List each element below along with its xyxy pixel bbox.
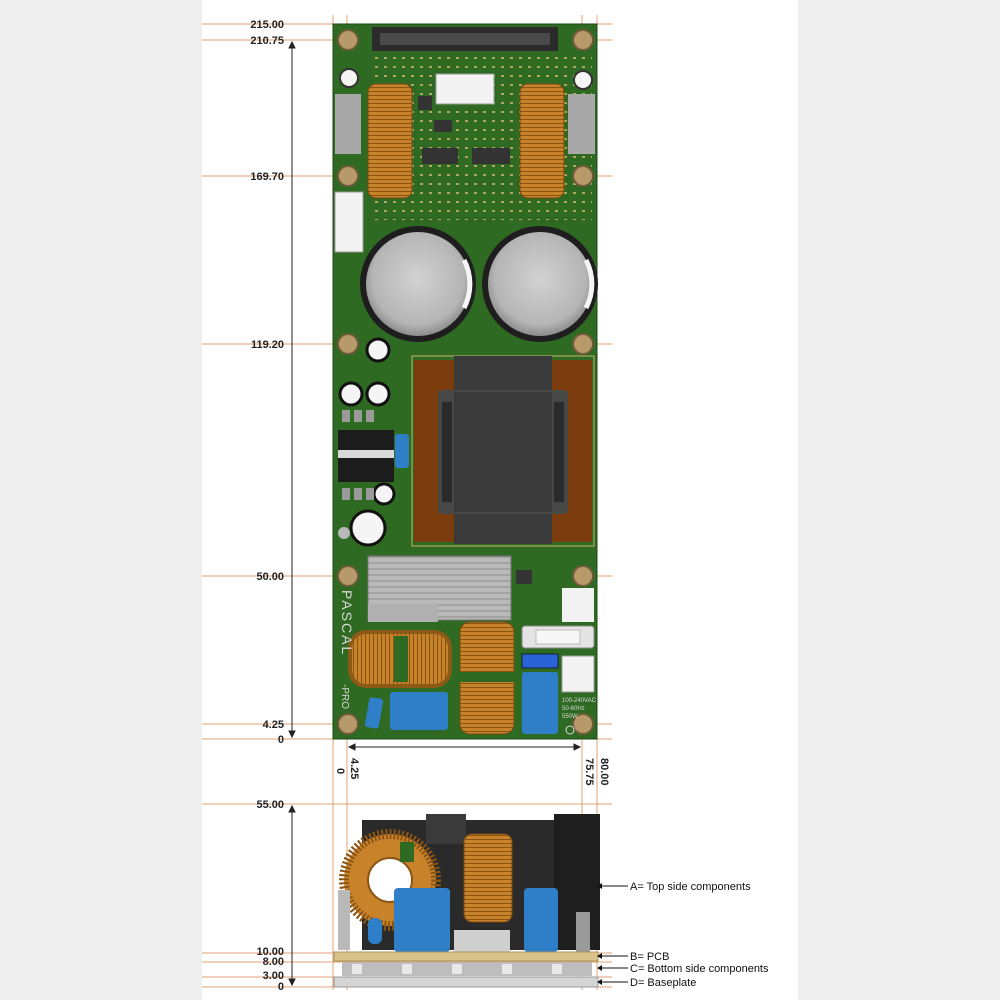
header-pins <box>380 33 550 45</box>
white-block-right <box>562 588 594 622</box>
side-screw <box>576 912 590 952</box>
pcb-side-view <box>333 814 600 988</box>
silkscreen-rating-3: 550W <box>562 714 578 720</box>
dim-label-0-x: 0 <box>334 768 346 774</box>
legend-c: C= Bottom side components <box>630 963 769 975</box>
side-x-cap-right <box>524 888 558 952</box>
white-connector-top <box>435 73 495 105</box>
dim-label-50: 50.00 <box>256 571 284 583</box>
heatsink-base <box>368 604 438 622</box>
ic-chips <box>418 96 510 164</box>
dim-label-0-y: 0 <box>278 734 284 746</box>
mosfet-stripe <box>338 450 394 458</box>
x-capacitor-left <box>390 692 448 730</box>
silkscreen-brand: PASCAL <box>339 590 355 656</box>
dim-label-4-25-x: 4.25 <box>348 758 360 779</box>
toroid-inductor <box>348 630 452 688</box>
side-part-top <box>426 814 466 844</box>
side-dim-label-0: 0 <box>278 981 284 993</box>
dim-label-119-20: 119.20 <box>251 339 284 351</box>
side-dim-label-3: 3.00 <box>263 970 284 982</box>
side-coil <box>463 833 513 923</box>
side-block-left <box>335 94 361 154</box>
fuse-glass <box>535 629 581 645</box>
inductor-right <box>519 83 565 199</box>
common-mode-choke <box>456 621 518 735</box>
ground-symbol <box>565 725 575 735</box>
side-vertical-arrow <box>288 804 296 987</box>
silkscreen-rating-1: 100-240VAC <box>562 698 597 704</box>
dim-label-80: 80.00 <box>598 758 610 786</box>
side-dim-label-55: 55.00 <box>256 799 284 811</box>
vertical-dimension-arrow <box>288 40 296 739</box>
small-capacitors-mid <box>338 337 396 547</box>
mechanical-drawing: 215.00 210.75 169.70 119.20 50.00 4.25 0… <box>202 15 769 993</box>
legend-d: D= Baseplate <box>630 977 696 989</box>
legend-b: B= PCB <box>630 951 669 963</box>
inductor-left <box>367 83 413 199</box>
side-small-cap <box>368 918 382 944</box>
horizontal-dimension-arrow <box>347 743 582 751</box>
white-connector-left <box>334 191 364 253</box>
drawing-sheet: 215.00 210.75 169.70 119.20 50.00 4.25 0… <box>202 0 798 1000</box>
silkscreen-model: -PRO <box>339 684 350 709</box>
side-bottom-pins <box>352 964 562 974</box>
main-transformer <box>411 355 595 547</box>
pcb-top-view: PASCAL -PRO 100-240VAC 50-60Hz 550W <box>332 23 598 740</box>
side-block-right <box>568 94 595 154</box>
blue-led-block <box>521 653 559 669</box>
dim-label-210-75: 210.75 <box>250 35 284 47</box>
test-point <box>338 527 350 539</box>
dim-label-4-25: 4.25 <box>263 719 284 731</box>
smd-parts-left <box>342 410 374 500</box>
dim-label-169-70: 169.70 <box>250 171 284 183</box>
ic-near-heatsink <box>516 570 532 584</box>
blue-cap-small-2 <box>364 697 384 729</box>
side-pcb-layer <box>333 951 599 962</box>
blue-cap-small-1 <box>395 434 409 468</box>
side-x-cap-left <box>394 888 450 952</box>
x-capacitor-right <box>522 672 558 734</box>
white-connector-bottom <box>561 655 595 693</box>
bulk-capacitor-left <box>360 226 476 342</box>
legend-a: A= Top side components <box>630 881 751 893</box>
side-baseplate <box>333 976 599 988</box>
side-legend: A= Top side components B= PCB C= Bottom … <box>597 881 769 989</box>
bulk-capacitor-right <box>482 226 598 342</box>
mounting-holes <box>337 29 594 735</box>
dim-label-75-75: 75.75 <box>583 758 595 786</box>
side-heatsink <box>454 930 510 952</box>
side-left-part <box>338 890 350 950</box>
silkscreen-rating-2: 50-60Hz <box>562 706 585 712</box>
side-dim-label-8: 8.00 <box>263 956 284 968</box>
small-caps-top <box>339 68 593 90</box>
dim-label-215: 215.00 <box>250 19 284 31</box>
side-dim-label-10: 10.00 <box>256 946 284 958</box>
